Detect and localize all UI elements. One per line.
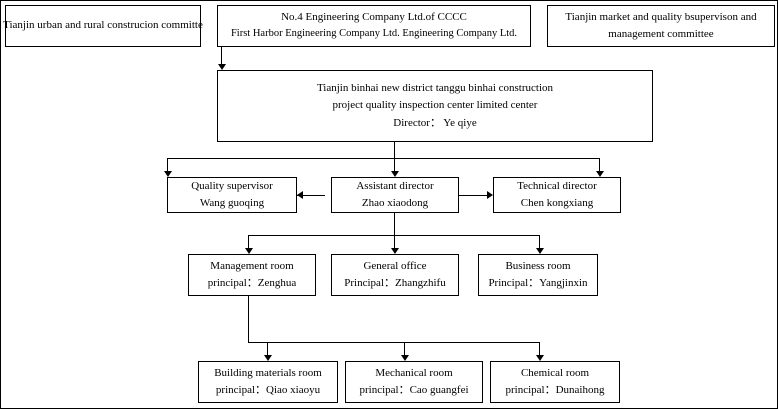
node-center-main-line-0: Tianjin binhai new district tanggu binha…	[316, 82, 554, 95]
connector-level4-left-drop	[267, 342, 268, 356]
node-assistant-director: Assistant director Zhao xiaodong	[331, 177, 459, 213]
node-top-center-line-1: First Harbor Engineering Company Ltd. En…	[230, 28, 518, 40]
connector-ad-to-td	[459, 195, 487, 196]
node-business-room: Business room Principal：Yangjinxin	[478, 254, 598, 296]
connector-ad-down	[394, 213, 395, 235]
node-technical-director-line-0: Technical director	[517, 179, 597, 192]
connector-level2-mid-drop	[394, 158, 395, 172]
node-assistant-director-line-1: Zhao xiaodong	[361, 197, 429, 209]
node-mechanical-room: Mechanical room principal：Cao guangfei	[345, 361, 483, 403]
node-top-right: Tianjin market and quality bsupervison a…	[547, 5, 775, 47]
arrow-topcenter-to-main	[218, 64, 226, 70]
node-top-center: No.4 Engineering Company Ltd.of CCCC Fir…	[217, 5, 531, 47]
node-building-materials-room-line-0: Building materials room	[214, 366, 322, 379]
node-quality-supervisor-line-1: Wang guoqing	[199, 197, 265, 209]
node-top-center-line-0: No.4 Engineering Company Ltd.of CCCC	[281, 11, 467, 24]
connector-level2-bus	[167, 158, 599, 159]
connector-level3-right-drop	[539, 235, 540, 249]
connector-level3-mid-drop	[394, 235, 395, 249]
node-quality-supervisor-line-0: Quality supervisor	[191, 179, 273, 192]
node-business-room-line-0: Business room	[505, 259, 571, 272]
node-chemical-room: Chemical room principal：Dunaihong	[490, 361, 620, 403]
node-management-room: Management room principal：Zenghua	[188, 254, 316, 296]
arrow-to-technical-director	[596, 171, 604, 177]
arrow-to-general-office	[391, 248, 399, 254]
connector-qs-to-ad	[297, 195, 325, 196]
node-technical-director-line-1: Chen kongxiang	[520, 197, 594, 209]
arrow-to-mechanical-room	[401, 355, 409, 361]
node-general-office-line-0: General office	[363, 259, 427, 272]
node-top-left-line-0: Tianjin urban and rural construcion comm…	[3, 19, 203, 32]
node-building-materials-room: Building materials room principal：Qiao x…	[198, 361, 338, 403]
node-chemical-room-line-0: Chemical room	[520, 366, 590, 379]
node-quality-supervisor: Quality supervisor Wang guoqing	[167, 177, 297, 213]
node-top-right-line-0: Tianjin market and quality bsupervison a…	[565, 10, 757, 23]
node-general-office-line-1: Principal：Zhangzhifu	[344, 277, 446, 289]
connector-main-stem	[394, 142, 395, 158]
node-chemical-room-line-1: principal：Dunaihong	[505, 384, 605, 396]
node-building-materials-room-line-1: principal：Qiao xiaoyu	[215, 384, 321, 396]
node-assistant-director-line-0: Assistant director	[356, 179, 434, 192]
connector-level4-mid-drop	[404, 342, 405, 356]
connector-level3-bus	[248, 235, 539, 236]
node-mechanical-room-line-1: principal：Cao guangfei	[359, 384, 469, 396]
node-management-room-line-1: principal：Zenghua	[207, 277, 297, 289]
node-management-room-line-0: Management room	[210, 259, 294, 272]
connector-level3-down	[248, 296, 249, 342]
connector-level4-right-drop	[539, 342, 540, 356]
node-center-main-line-2: Director： Ye qiye	[393, 116, 477, 129]
arrow-ad-to-td	[487, 191, 493, 199]
node-center-main: Tianjin binhai new district tanggu binha…	[217, 70, 653, 142]
arrow-to-business-room	[536, 248, 544, 254]
node-center-main-line-1: project quality inspection center limite…	[332, 99, 538, 112]
node-top-left: Tianjin urban and rural construcion comm…	[3, 5, 203, 47]
node-general-office: General office Principal：Zhangzhifu	[331, 254, 459, 296]
node-business-room-line-1: Principal：Yangjinxin	[488, 277, 588, 289]
arrow-to-management-room	[245, 248, 253, 254]
connector-level2-right-drop	[599, 158, 600, 172]
node-top-right-line-1: management committee	[608, 28, 714, 40]
connector-topcenter-down	[221, 47, 222, 65]
connector-level4-bus	[248, 342, 539, 343]
arrow-to-chemical-room	[536, 355, 544, 361]
connector-level2-left-drop	[167, 158, 168, 172]
connector-level3-left-drop	[248, 235, 249, 249]
node-technical-director: Technical director Chen kongxiang	[493, 177, 621, 213]
arrow-ad-to-qs	[297, 191, 303, 199]
arrow-to-quality-supervisor	[164, 171, 172, 177]
arrow-to-building-materials-room	[264, 355, 272, 361]
node-mechanical-room-line-0: Mechanical room	[375, 366, 453, 379]
arrow-to-assistant-director	[391, 171, 399, 177]
